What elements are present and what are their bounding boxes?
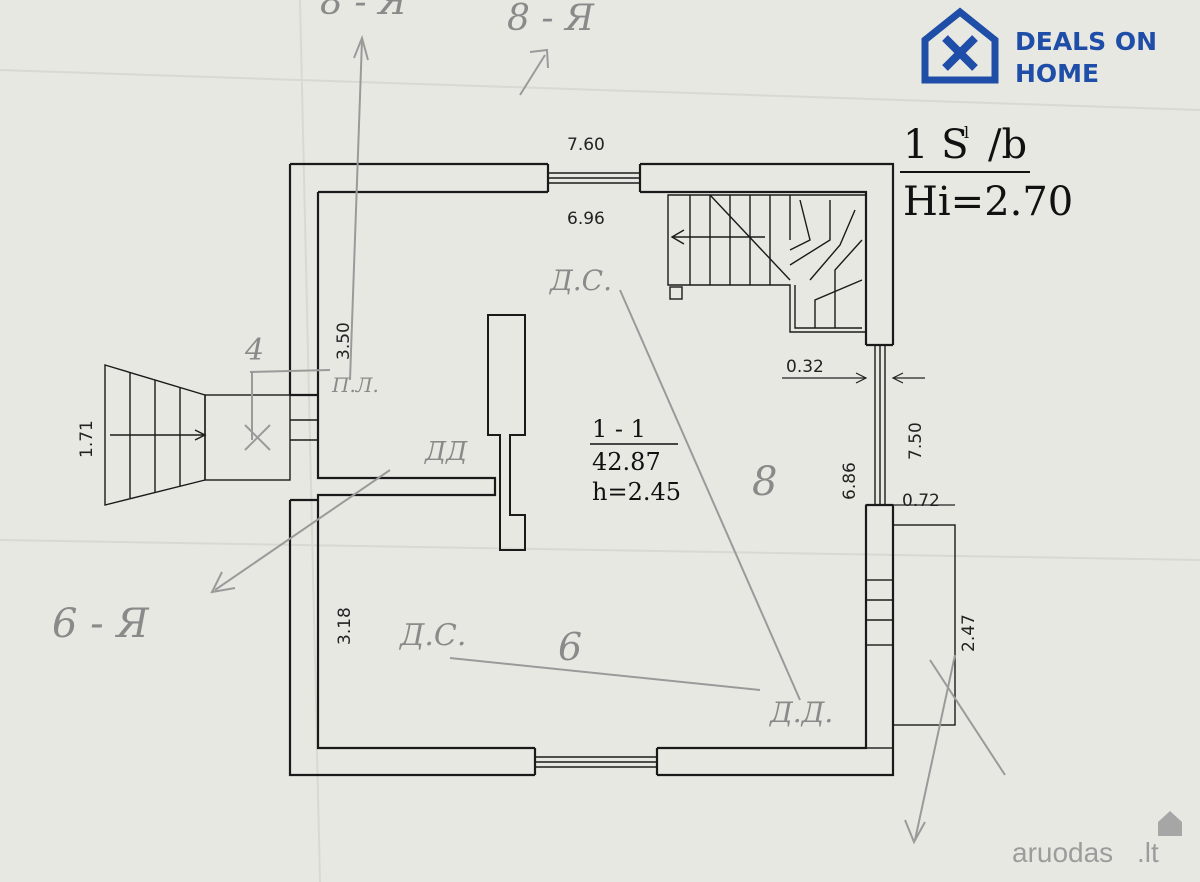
dim-right-inner: 6.86 xyxy=(840,462,860,500)
porch-stairs xyxy=(104,364,207,506)
height-label: Hi=2.70 xyxy=(903,179,1073,225)
pencil-note-dd-lower: Д.Д. xyxy=(768,696,833,729)
dim-wall-thickness: 0.32 xyxy=(786,357,824,377)
dim-top-outer: 7.60 xyxy=(567,135,605,155)
room-label: 1 - 1 42.87 h=2.45 xyxy=(590,415,681,506)
dim-top-inner: 6.96 xyxy=(567,209,605,229)
level-suffix: /b xyxy=(988,122,1027,168)
dimension-lines xyxy=(782,372,955,506)
pencil-note-dd-left: ДД xyxy=(424,437,468,467)
level-superscript: l xyxy=(964,123,969,142)
room-area: 42.87 xyxy=(592,448,661,476)
pencil-number-8: 8 xyxy=(752,459,777,505)
terrace xyxy=(892,524,956,726)
house-icon xyxy=(1158,811,1182,836)
pencil-note-dc-upper: Д.С. xyxy=(548,264,612,297)
room-number: 1 - 1 xyxy=(592,415,646,443)
dim-terrace-offset: 0.72 xyxy=(902,491,940,511)
dim-left-lower: 3.18 xyxy=(335,607,355,645)
pencil-note-top-left: 8 - Я xyxy=(320,0,408,23)
pencil-note-bottom-left: 6 - Я xyxy=(52,601,149,647)
dim-terrace-length: 2.47 xyxy=(959,614,979,652)
pencil-note-4: 4 xyxy=(244,333,264,368)
dim-left-upper: 3.50 xyxy=(334,322,354,360)
pencil-note-dc-lower: Д.С. xyxy=(398,618,466,653)
room-height: h=2.45 xyxy=(592,478,681,506)
aruodas-watermark: aruodas .lt xyxy=(1012,811,1182,868)
left-entrance xyxy=(204,394,318,481)
watermark-tld: .lt xyxy=(1137,837,1159,868)
interior-staircase xyxy=(667,194,867,333)
logo-line-1: DEALS ON xyxy=(1015,27,1157,56)
pencil-note-top-center: 8 - Я xyxy=(507,0,595,39)
pencil-note-pl: П.Л. xyxy=(331,373,379,397)
logo-line-2: HOME xyxy=(1015,59,1099,88)
level-label: 1 S xyxy=(903,122,969,168)
pencil-number-6: 6 xyxy=(558,625,582,669)
bottom-window xyxy=(535,756,657,768)
pencil-arrows xyxy=(210,34,1006,845)
right-door xyxy=(865,504,894,749)
level-header: 1 S l /b Hi=2.70 xyxy=(900,122,1073,225)
dim-right-outer: 7.50 xyxy=(906,422,926,460)
interior-partition xyxy=(487,314,526,551)
top-window xyxy=(548,172,640,184)
house-x-icon xyxy=(921,7,999,84)
right-window xyxy=(874,345,886,505)
deals-on-home-logo: DEALS ON HOME xyxy=(921,7,1157,88)
watermark-text: aruodas xyxy=(1012,837,1113,868)
dim-porch-width: 1.71 xyxy=(77,420,97,458)
